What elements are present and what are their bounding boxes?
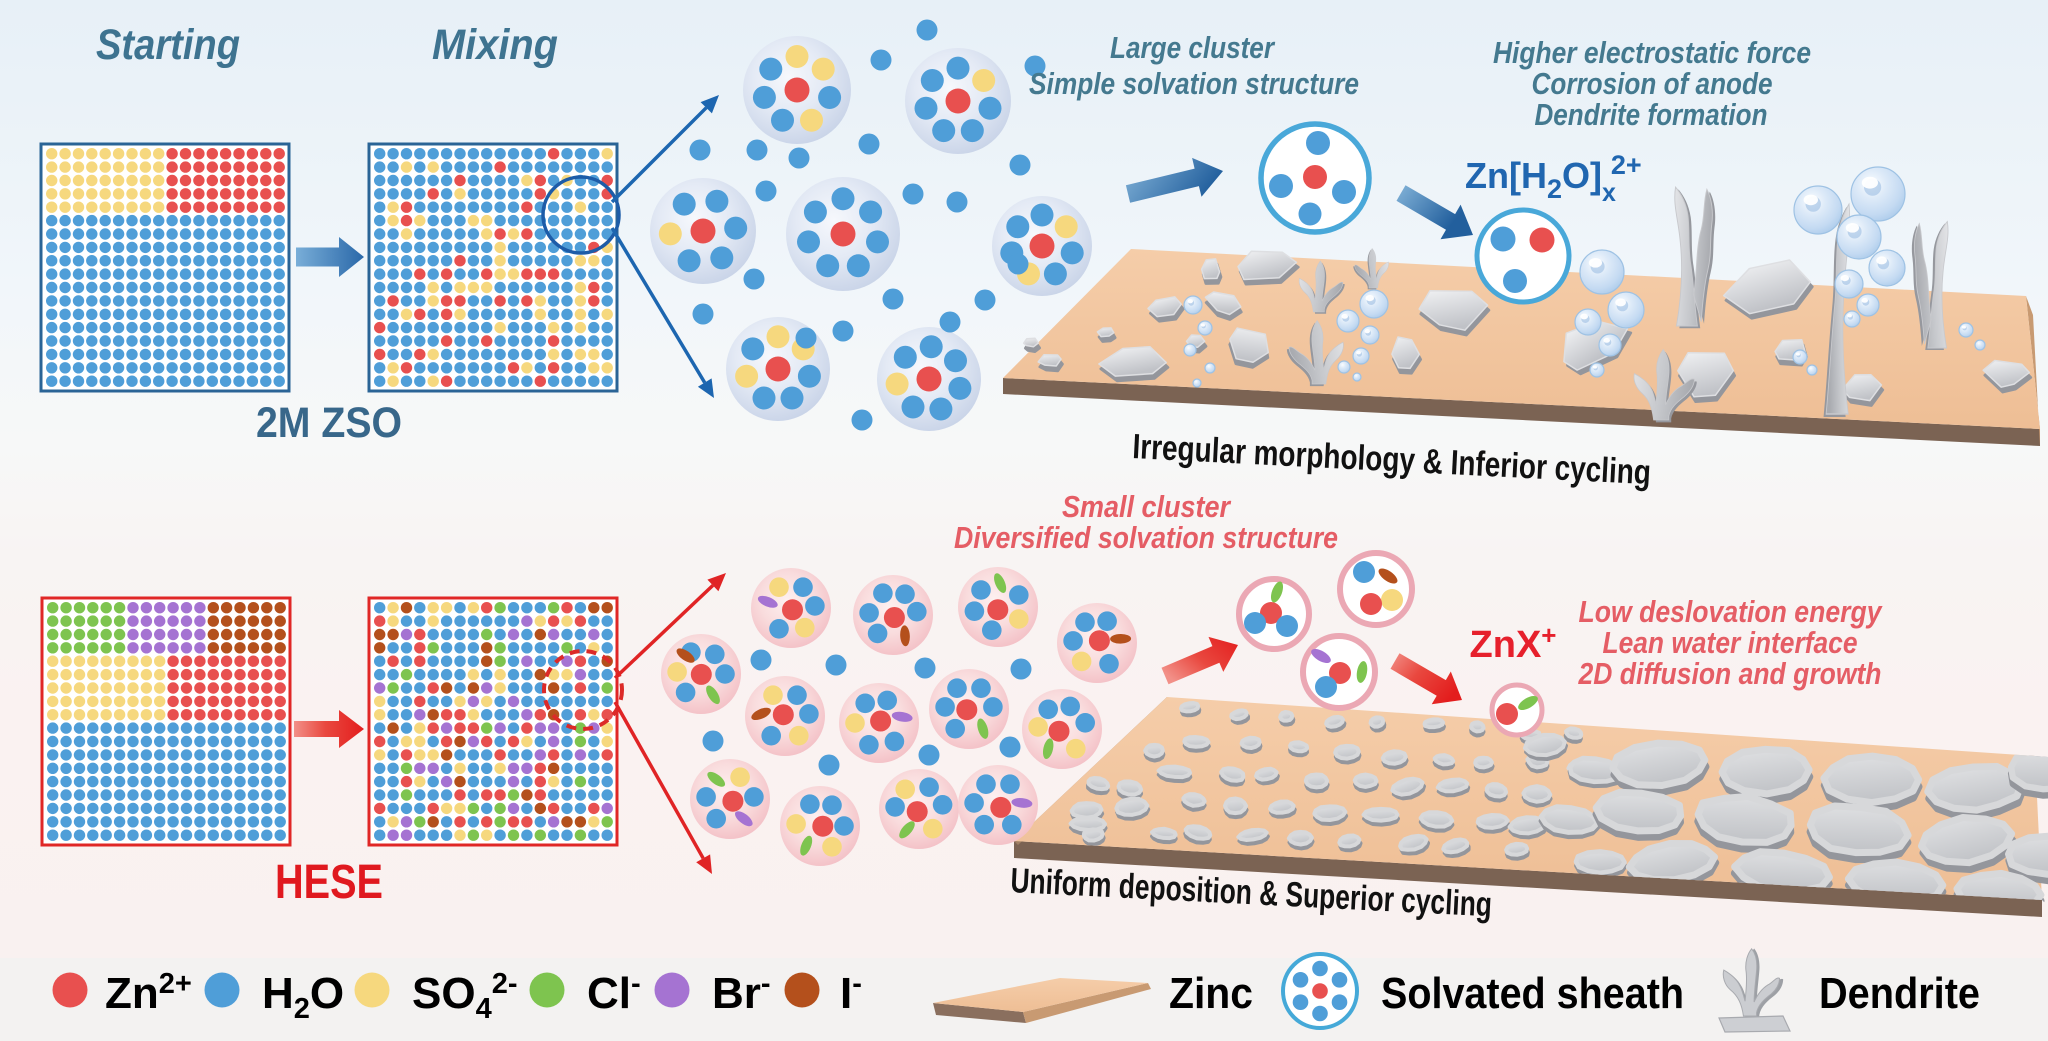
svg-text:Large cluster: Large cluster [1110,30,1276,65]
svg-text:Br-: Br- [712,968,771,1018]
svg-text:Dendrite: Dendrite [1819,969,1980,1018]
svg-text:SO42-: SO42- [412,968,518,1025]
svg-text:2M ZSO: 2M ZSO [256,399,402,447]
svg-text:Starting: Starting [96,21,240,69]
svg-text:Small cluster: Small cluster [1062,489,1232,524]
svg-text:2D diffusion and growth: 2D diffusion and growth [1578,656,1882,691]
svg-text:Low deslovation energy: Low deslovation energy [1579,594,1884,629]
svg-text:Corrosion of anode: Corrosion of anode [1532,66,1773,101]
svg-text:Lean water interface: Lean water interface [1603,625,1858,660]
svg-text:Higher electrostatic force: Higher electrostatic force [1493,35,1811,70]
svg-text:Zinc: Zinc [1169,969,1253,1018]
svg-text:Solvated sheath: Solvated sheath [1381,969,1684,1018]
svg-text:HESE: HESE [275,856,383,909]
svg-text:Dendrite formation: Dendrite formation [1535,97,1768,132]
svg-text:Diversified solvation structur: Diversified solvation structure [954,520,1338,555]
svg-text:ZnX+: ZnX+ [1470,620,1557,666]
svg-text:Mixing: Mixing [432,21,558,69]
svg-text:Simple solvation structure: Simple solvation structure [1029,66,1359,101]
